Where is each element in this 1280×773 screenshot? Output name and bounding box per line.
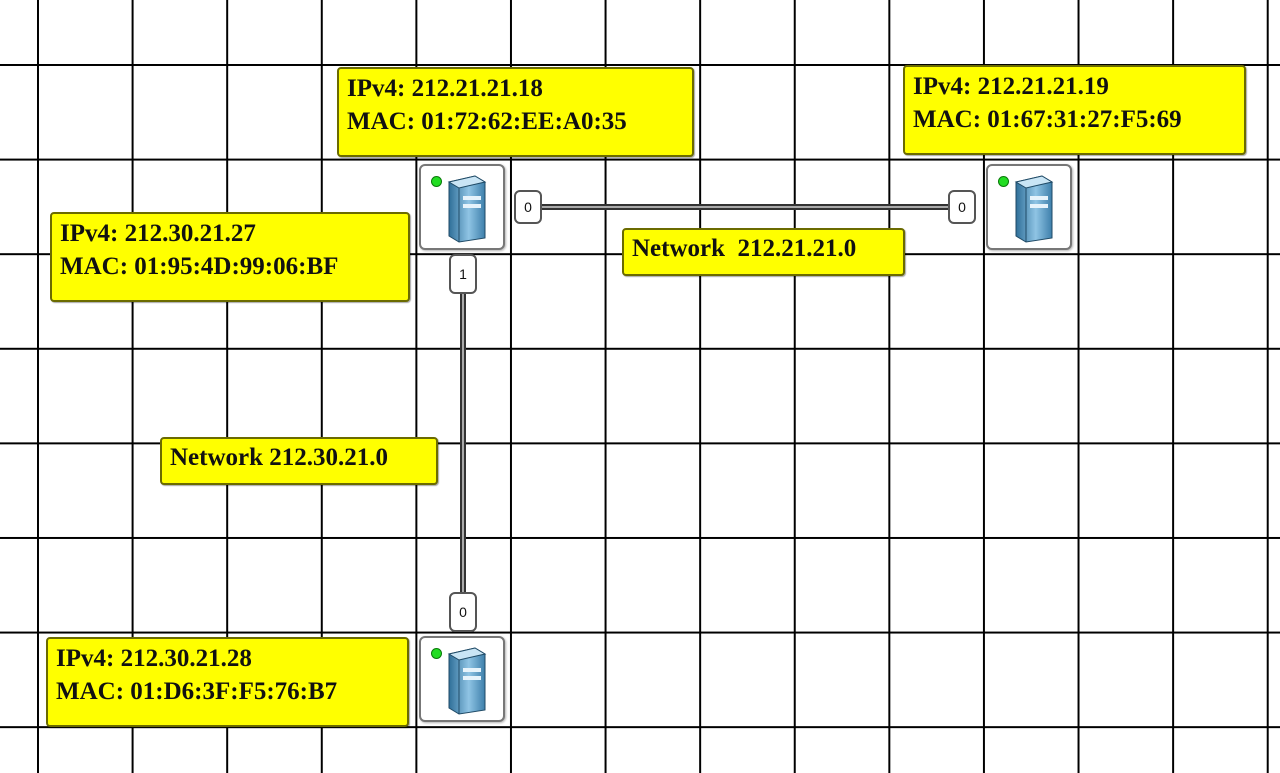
- host-1-port-1[interactable]: 1: [449, 254, 477, 294]
- status-led-icon: [431, 648, 442, 659]
- host-1-address-label[interactable]: IPv4: 212.21.21.18 MAC: 01:72:62:EE:A0:3…: [337, 67, 694, 157]
- host-2-address-label[interactable]: IPv4: 212.21.21.19 MAC: 01:67:31:27:F5:6…: [903, 65, 1246, 155]
- host-2-node[interactable]: [986, 164, 1072, 250]
- server-tower-icon: [1014, 175, 1054, 243]
- status-led-icon: [431, 176, 442, 187]
- host-1-interface-1-address-label[interactable]: IPv4: 212.30.21.27 MAC: 01:95:4D:99:06:B…: [50, 212, 410, 302]
- host-1-port-0[interactable]: 0: [514, 190, 542, 224]
- ipv4-address: IPv4: 212.30.21.28: [56, 645, 252, 672]
- network-name: Network 212.21.21.0: [632, 235, 857, 262]
- server-tower-icon: [447, 647, 487, 715]
- network-name: Network 212.30.21.0: [170, 444, 389, 471]
- host-3-node[interactable]: [419, 636, 505, 722]
- host-3-port-0[interactable]: 0: [449, 592, 477, 632]
- mac-address: MAC: 01:95:4D:99:06:BF: [60, 253, 339, 280]
- host-2-port-0[interactable]: 0: [948, 190, 976, 224]
- network-label-212-21-21-0[interactable]: Network 212.21.21.0: [622, 228, 905, 276]
- mac-address: MAC: 01:67:31:27:F5:69: [913, 106, 1182, 133]
- mac-address: MAC: 01:D6:3F:F5:76:B7: [56, 678, 338, 705]
- host-3-address-label[interactable]: IPv4: 212.30.21.28 MAC: 01:D6:3F:F5:76:B…: [46, 637, 409, 727]
- ipv4-address: IPv4: 212.30.21.27: [60, 220, 256, 247]
- network-label-212-30-21-0[interactable]: Network 212.30.21.0: [160, 437, 438, 485]
- ipv4-address: IPv4: 212.21.21.18: [347, 75, 543, 102]
- ipv4-address: IPv4: 212.21.21.19: [913, 73, 1109, 100]
- status-led-icon: [998, 176, 1009, 187]
- mac-address: MAC: 01:72:62:EE:A0:35: [347, 108, 627, 135]
- host-1-node[interactable]: [419, 164, 505, 250]
- server-tower-icon: [447, 175, 487, 243]
